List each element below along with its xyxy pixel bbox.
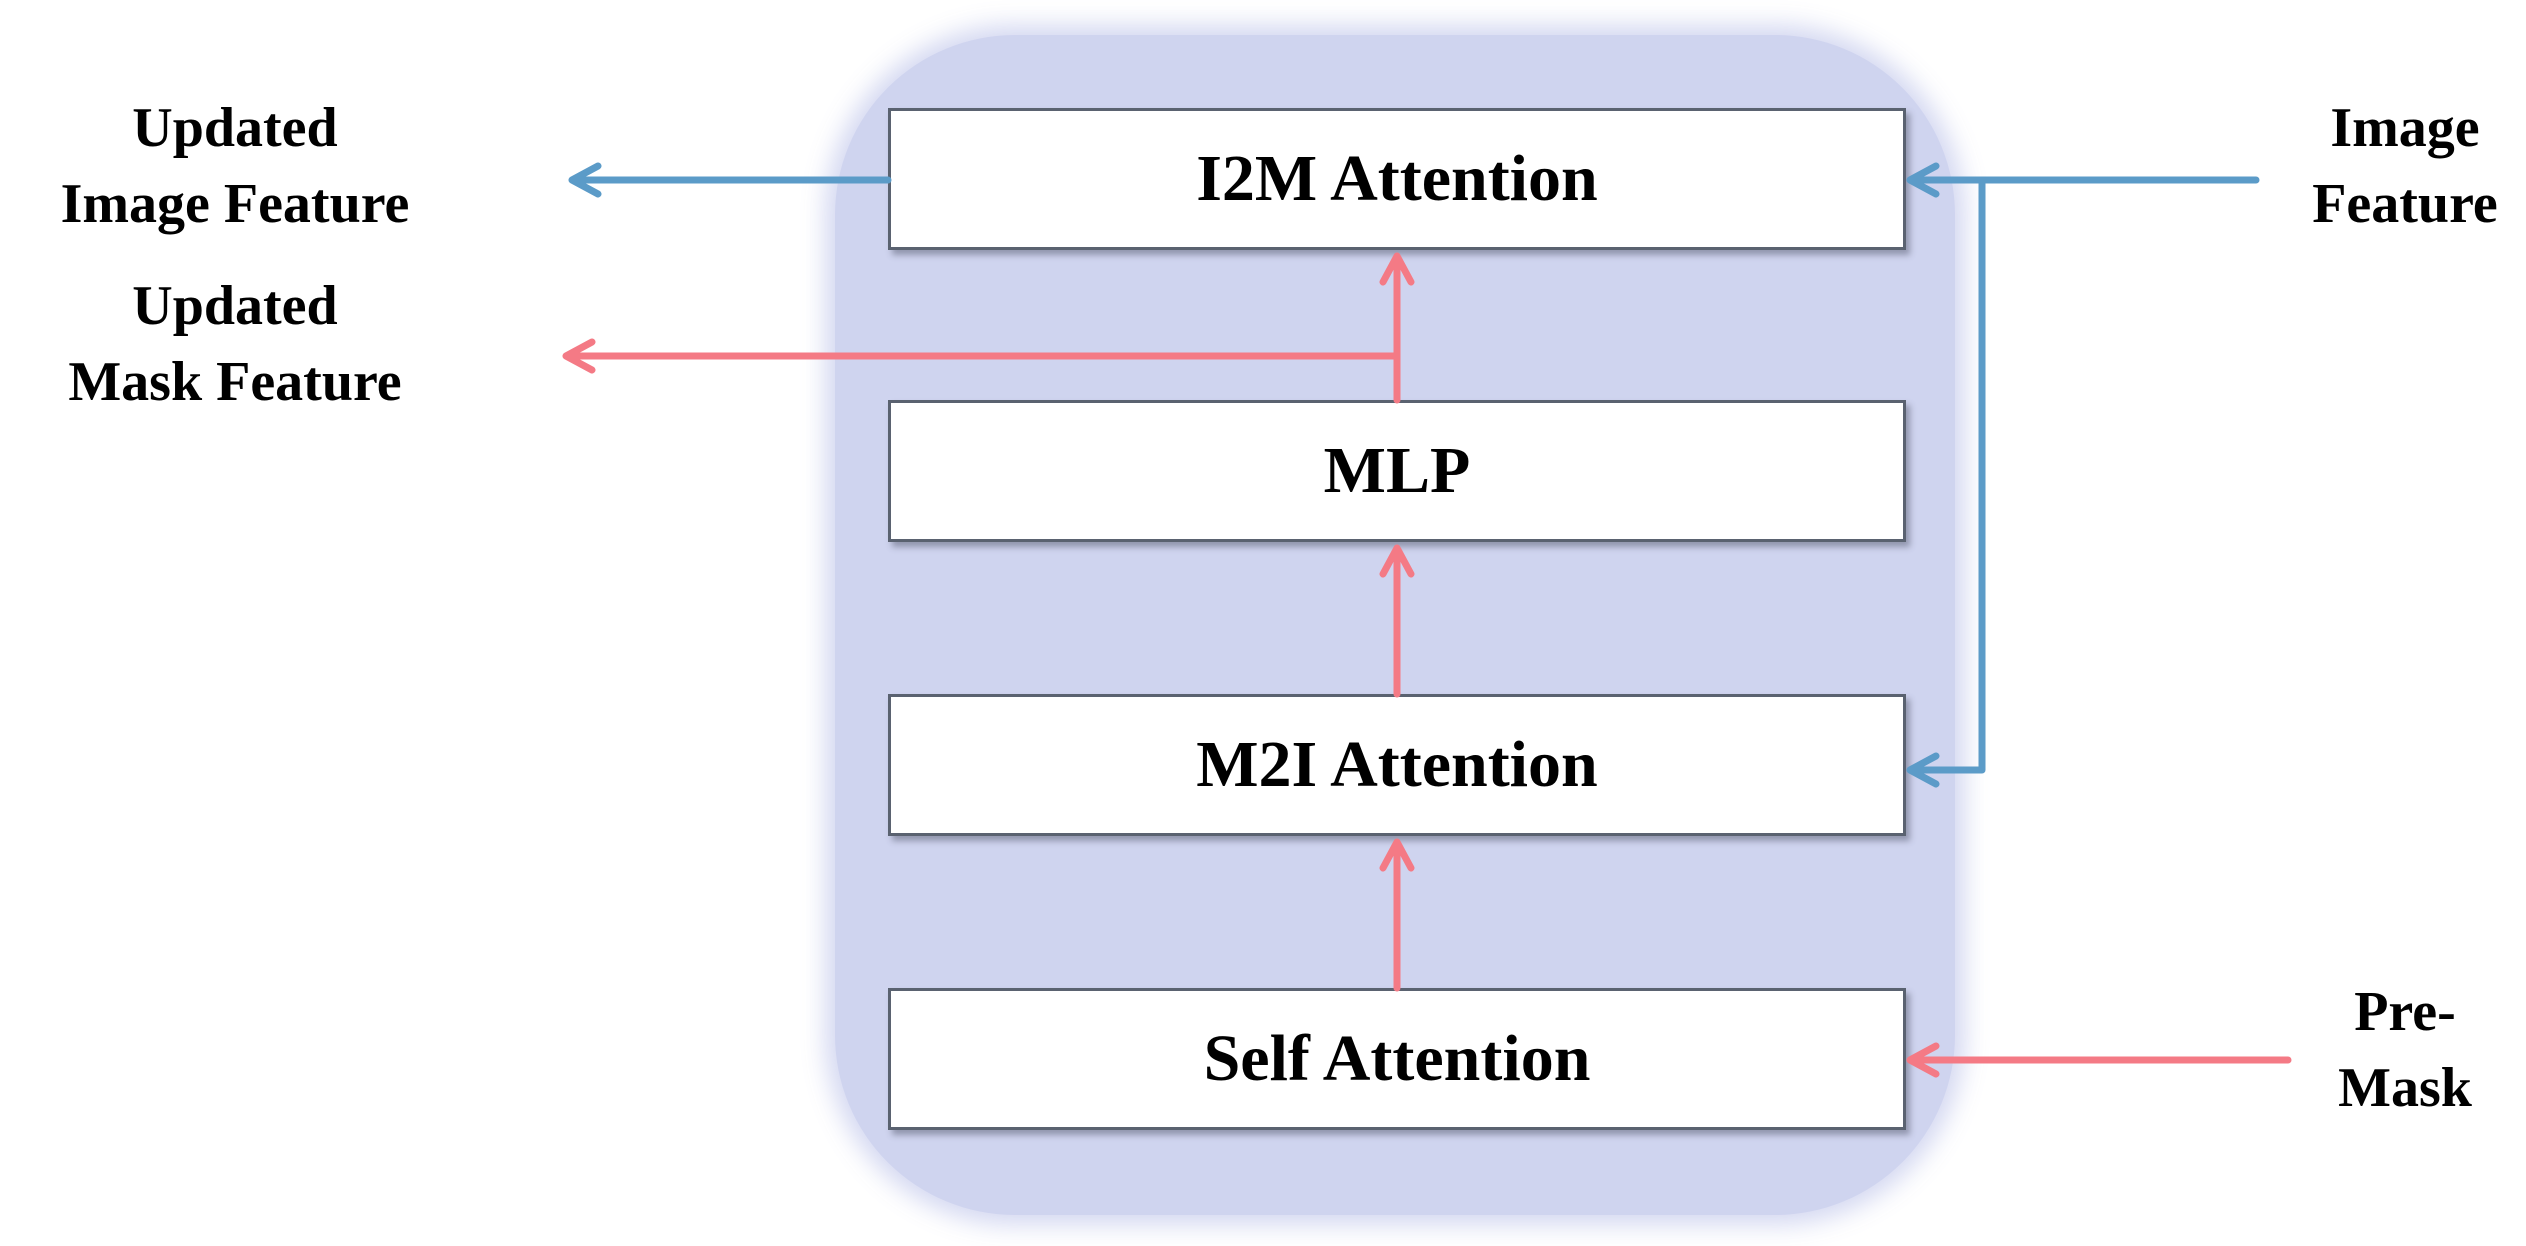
updated-image-feature-label-line-2: Image Feature xyxy=(60,173,410,235)
i2m-attention-block: I2M Attention xyxy=(888,108,1906,250)
m2i-attention-block: M2I Attention xyxy=(888,694,1906,836)
updated-mask-feature-label: Updated Mask Feature xyxy=(20,268,450,420)
image-feature-to-m2i-arrow xyxy=(1906,176,1986,788)
image-feature-label-line-1: Image xyxy=(2330,97,2480,159)
updated-image-feature-label: Updated Image Feature xyxy=(20,90,450,242)
image-feature-to-i2m-arrow xyxy=(1906,162,2260,198)
self-to-m2i-arrow xyxy=(1379,838,1415,992)
pre-mask-label-line-1: Pre- xyxy=(2354,981,2456,1043)
updated-image-feature-arrow xyxy=(568,162,892,198)
updated-mask-feature-arrow xyxy=(562,338,1401,374)
self-attention-block: Self Attention xyxy=(888,988,1906,1130)
mlp-to-i2m-arrow xyxy=(1379,252,1415,404)
updated-mask-feature-label-line-2: Mask Feature xyxy=(68,351,402,413)
image-feature-label-line-2: Feature xyxy=(2312,173,2498,235)
pre-mask-label-line-2: Mask xyxy=(2338,1057,2472,1119)
pre-mask-label: Pre- Mask xyxy=(2280,974,2526,1126)
updated-image-feature-label-line-1: Updated xyxy=(132,97,338,159)
image-feature-label: Image Feature xyxy=(2280,90,2526,242)
m2i-to-mlp-arrow xyxy=(1379,544,1415,698)
pre-mask-to-self-attention-arrow xyxy=(1906,1042,2292,1078)
updated-mask-feature-label-line-1: Updated xyxy=(132,275,338,337)
